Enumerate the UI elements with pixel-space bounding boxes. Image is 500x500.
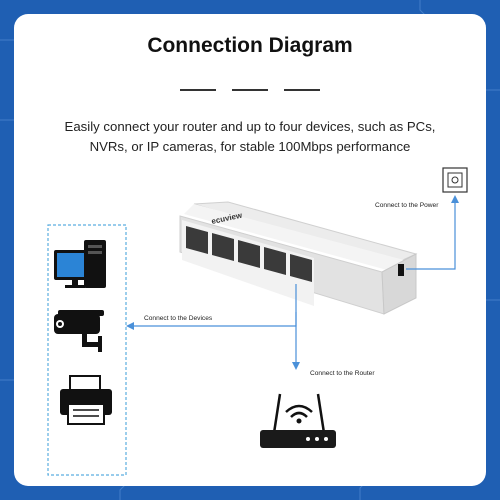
divider-dash — [232, 89, 268, 91]
page-subtitle: Easily connect your router and up to fou… — [64, 119, 436, 154]
power-outlet-icon — [442, 167, 468, 193]
security-camera-icon — [54, 310, 104, 352]
devices-label: Connect to the Devices — [144, 315, 213, 322]
router-icon — [260, 393, 336, 448]
divider-dash — [284, 89, 320, 91]
content-card: Connection Diagram Easily connect your r… — [14, 14, 486, 486]
printer-icon — [60, 375, 112, 425]
power-connector-line — [406, 199, 456, 270]
network-switch: ecuview — [179, 201, 418, 315]
pc-icon — [54, 240, 106, 288]
power-label: Connect to the Power — [375, 202, 439, 209]
page-title: Connection Diagram — [147, 34, 353, 57]
device-group-box — [47, 224, 127, 476]
connection-diagram: ecuview — [47, 167, 468, 476]
arrow-head — [126, 322, 134, 330]
arrow-head — [451, 195, 459, 203]
divider-dash — [180, 89, 216, 91]
router-label: Connect to the Router — [310, 370, 375, 377]
arrow-head — [292, 362, 300, 370]
